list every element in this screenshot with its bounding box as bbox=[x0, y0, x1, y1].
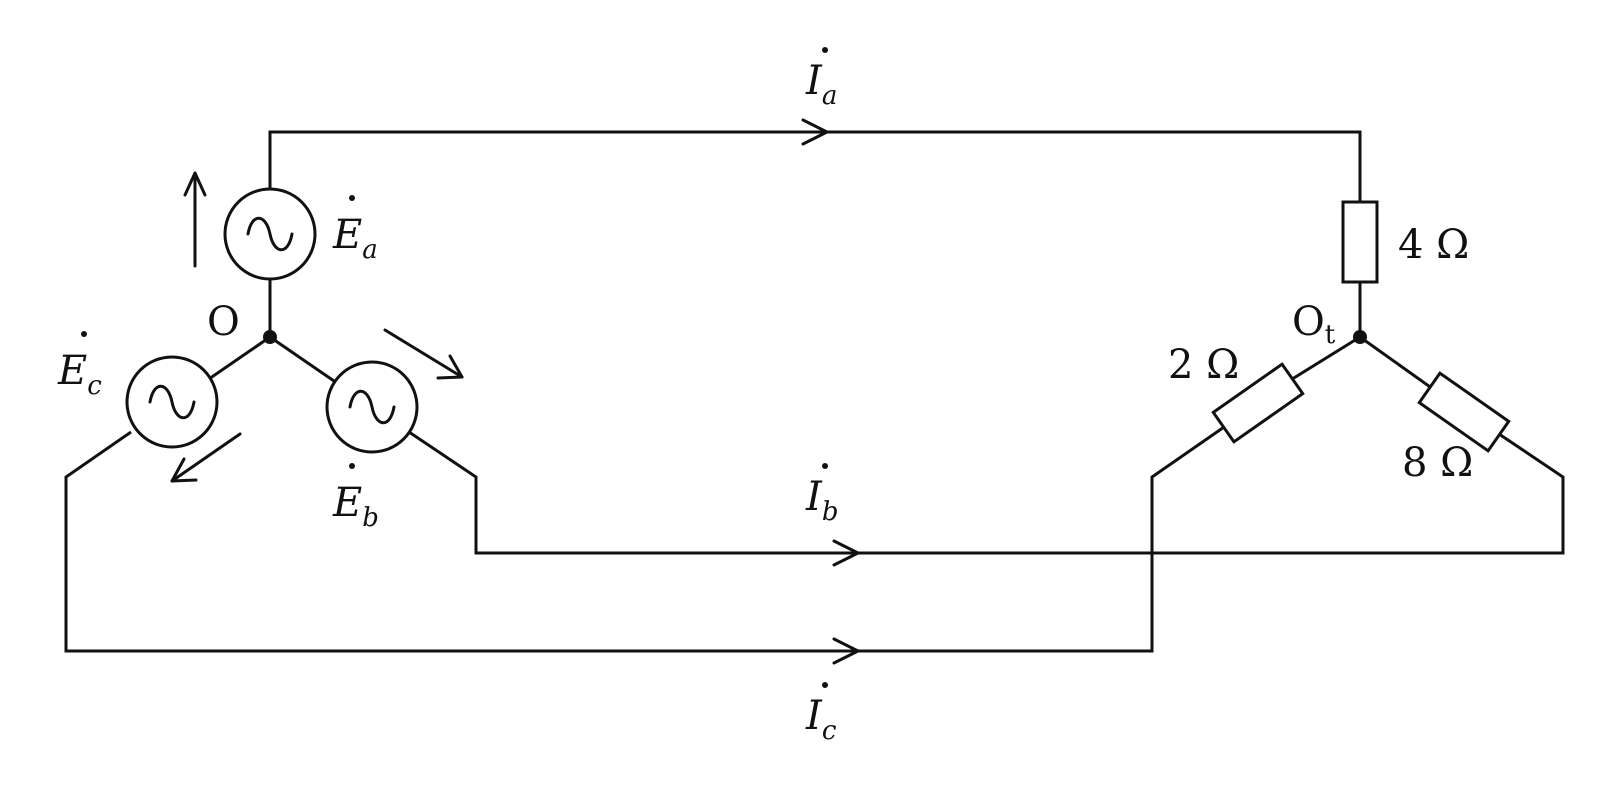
wire-phase-a bbox=[268, 130, 1362, 202]
current-b-label: Ib bbox=[805, 463, 838, 527]
source-a bbox=[223, 187, 317, 281]
load-neutral-subscript: t bbox=[1325, 320, 1336, 350]
resistor-b bbox=[1417, 371, 1511, 453]
load-neutral-main: O bbox=[1292, 299, 1325, 345]
current-c-symbol: I bbox=[805, 693, 823, 739]
source-c-symbol: E bbox=[57, 348, 87, 394]
wire-resistor-b-to-load-neutral bbox=[1359, 335, 1434, 391]
current-c-label: Ic bbox=[805, 682, 837, 746]
current-b-direction-arrow bbox=[832, 539, 860, 567]
svg-text:Ea: Ea bbox=[332, 212, 378, 265]
resistor-c-label: 2 Ω bbox=[1168, 342, 1239, 388]
resistor-a bbox=[1341, 200, 1379, 284]
current-b-symbol: I bbox=[805, 474, 823, 520]
svg-text:Ia: Ia bbox=[805, 58, 837, 111]
current-a-symbol: I bbox=[805, 58, 823, 104]
wire-resistor-c-to-load-neutral bbox=[1288, 335, 1361, 383]
svg-text:Ib: Ib bbox=[805, 474, 838, 527]
source-a-subscript: a bbox=[362, 235, 378, 265]
source-c-sine-icon bbox=[148, 384, 196, 420]
svg-text:Ec: Ec bbox=[57, 348, 102, 401]
wire-neutral-to-source-b bbox=[269, 335, 335, 383]
current-a-subscript: a bbox=[822, 81, 838, 111]
load-neutral-label: Ot bbox=[1292, 299, 1336, 350]
source-c bbox=[125, 355, 219, 449]
source-a-sine-icon bbox=[246, 216, 294, 252]
source-b-label: Eb bbox=[332, 463, 379, 533]
resistor-b-label: 8 Ω bbox=[1402, 440, 1473, 486]
source-b-sine-icon bbox=[348, 389, 396, 425]
source-neutral-node bbox=[263, 330, 277, 344]
wire-phase-c bbox=[64, 423, 1228, 653]
source-a-symbol: E bbox=[332, 212, 362, 258]
wire-neutral-to-source-c bbox=[205, 335, 271, 383]
svg-text:Ic: Ic bbox=[805, 693, 837, 746]
wire-phase-b bbox=[408, 430, 1565, 555]
source-a-label: Ea bbox=[332, 195, 378, 265]
source-neutral-label: O bbox=[207, 299, 240, 345]
source-b bbox=[325, 360, 419, 454]
emf-a-arrow-icon bbox=[183, 171, 207, 268]
source-c-subscript: c bbox=[87, 371, 102, 401]
source-b-symbol: E bbox=[332, 480, 362, 526]
emf-b-arrow-icon bbox=[383, 328, 464, 380]
resistor-a-label: 4 Ω bbox=[1398, 222, 1469, 268]
current-a-direction-arrow bbox=[801, 118, 829, 146]
current-a-label: Ia bbox=[805, 47, 837, 111]
current-c-direction-arrow bbox=[832, 637, 860, 665]
source-b-subscript: b bbox=[362, 503, 379, 533]
emf-c-arrow-icon bbox=[170, 432, 242, 483]
svg-text:Eb: Eb bbox=[332, 480, 379, 533]
current-b-subscript: b bbox=[822, 497, 839, 527]
wires bbox=[64, 130, 1565, 653]
source-c-label: Ec bbox=[57, 331, 102, 401]
current-c-subscript: c bbox=[822, 716, 837, 746]
resistor-c bbox=[1211, 362, 1305, 444]
load-neutral-node bbox=[1353, 330, 1367, 344]
